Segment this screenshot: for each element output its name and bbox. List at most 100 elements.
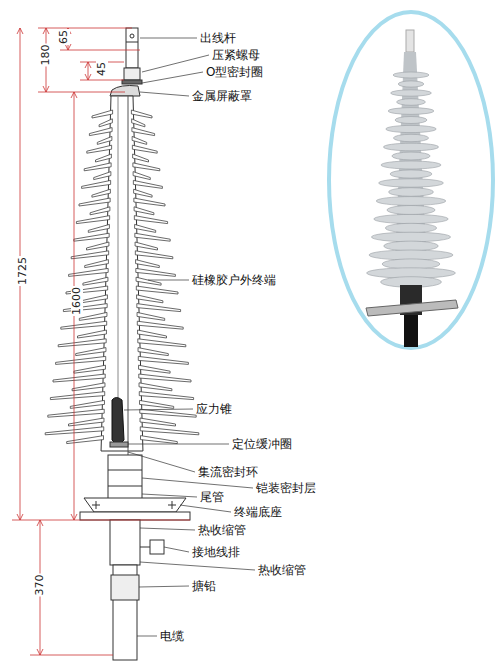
drawing-g — [12, 28, 190, 655]
drawing-line — [180, 505, 231, 512]
drawing-line — [38, 92, 125, 93]
dimension-label: 1725 — [17, 256, 29, 286]
drawing-line — [148, 280, 189, 281]
drawing-path — [85, 74, 91, 80]
drawing-path — [90, 207, 154, 215]
drawing-path — [71, 92, 77, 98]
drawing-path — [92, 189, 152, 197]
drawing-line — [80, 80, 124, 81]
drawing-line — [142, 494, 197, 497]
drawing-path — [17, 28, 23, 34]
drawing-ellipse — [384, 241, 438, 251]
part-label: 铠装密封层 — [256, 481, 316, 495]
drawing-line — [137, 636, 157, 637]
drawing-path — [79, 198, 165, 206]
drawing-path — [78, 330, 167, 338]
drawing-path — [85, 62, 91, 68]
drawing-ellipse — [386, 125, 436, 132]
drawing-line — [124, 409, 193, 410]
drawing-line — [140, 547, 150, 548]
drawing-path — [94, 172, 151, 180]
drawing-path — [76, 216, 167, 224]
part-label: 电缆 — [160, 629, 184, 643]
drawing-path — [110, 86, 140, 97]
part-label: 应力锥 — [196, 402, 232, 416]
drawing-path — [168, 501, 176, 509]
drawing-ellipse — [385, 223, 436, 232]
drawing-rect — [124, 68, 140, 80]
drawing-path — [56, 356, 189, 364]
drawing-ellipse — [329, 12, 493, 348]
dimension-label: 1600 — [71, 286, 83, 316]
drawing-g — [329, 12, 493, 348]
drawing-rect — [110, 520, 140, 565]
drawing-line — [88, 62, 89, 80]
drawing-ellipse — [395, 117, 427, 124]
drawing-line — [118, 96, 119, 400]
drawing-path — [37, 520, 43, 526]
drawing-path — [97, 136, 146, 144]
drawing-line — [142, 72, 203, 83]
drawing-path — [87, 145, 157, 153]
part-label: 尾管 — [200, 490, 224, 504]
drawing-path — [76, 348, 169, 356]
part-label: 热收缩管 — [198, 523, 246, 537]
part-label: 定位缓冲圈 — [232, 437, 292, 451]
drawing-rect — [406, 30, 414, 52]
drawing-ellipse — [393, 134, 428, 141]
drawing-path — [366, 300, 458, 316]
drawing-line — [128, 444, 229, 445]
drawing-line — [30, 655, 113, 656]
drawing-ellipse — [381, 161, 441, 169]
dimension-label: 370 — [34, 573, 46, 596]
drawing-line — [108, 486, 142, 487]
drawing-path — [89, 128, 154, 136]
drawing-path — [99, 119, 145, 127]
drawing-path — [17, 514, 23, 520]
drawing-ellipse — [388, 108, 434, 115]
drawing-ellipse — [398, 81, 424, 87]
drawing-ellipse — [392, 152, 430, 160]
drawing-path — [84, 498, 186, 512]
drawing-path — [92, 110, 152, 118]
part-label: 接地线排 — [192, 545, 240, 559]
drawing-ellipse — [397, 99, 426, 106]
drawing-path — [88, 224, 155, 232]
drawing-path — [43, 28, 49, 34]
drawing-ellipse — [379, 179, 444, 187]
drawing-circle — [130, 34, 134, 38]
part-label: 硅橡胶户外终端 — [192, 273, 276, 287]
drawing-rect — [126, 28, 138, 68]
drawing-ellipse — [393, 72, 429, 78]
drawing-rect — [404, 315, 418, 347]
part-label: 金属屏蔽罩 — [192, 89, 252, 103]
drawing-rect — [122, 80, 142, 84]
drawing-line — [142, 478, 253, 488]
part-label: 压紧螺母 — [212, 48, 260, 62]
drawing-path — [85, 260, 160, 268]
dimension-label: 45 — [96, 61, 108, 77]
drawing-line — [12, 520, 190, 521]
part-label: 集流密封环 — [198, 465, 258, 479]
drawing-path — [81, 295, 163, 303]
drawing-ellipse — [389, 188, 434, 197]
drawing-rect — [110, 442, 128, 447]
drawing-line — [140, 562, 255, 570]
drawing-path — [74, 233, 170, 241]
drawing-ellipse — [390, 170, 432, 178]
drawing-line — [108, 470, 142, 471]
part-label: 搪铅 — [192, 579, 216, 593]
drawing-rect — [80, 512, 190, 520]
drawing-path — [82, 180, 163, 188]
drawing-path — [72, 383, 172, 391]
drawing-path — [58, 339, 186, 347]
drawing-line — [142, 55, 209, 72]
drawing-ellipse — [387, 206, 435, 215]
drawing-path — [61, 321, 183, 329]
drawing-path — [96, 154, 149, 162]
drawing-path — [37, 649, 43, 655]
drawing-path — [87, 242, 158, 250]
drawing-g — [124, 38, 255, 636]
drawing-path — [71, 251, 173, 259]
